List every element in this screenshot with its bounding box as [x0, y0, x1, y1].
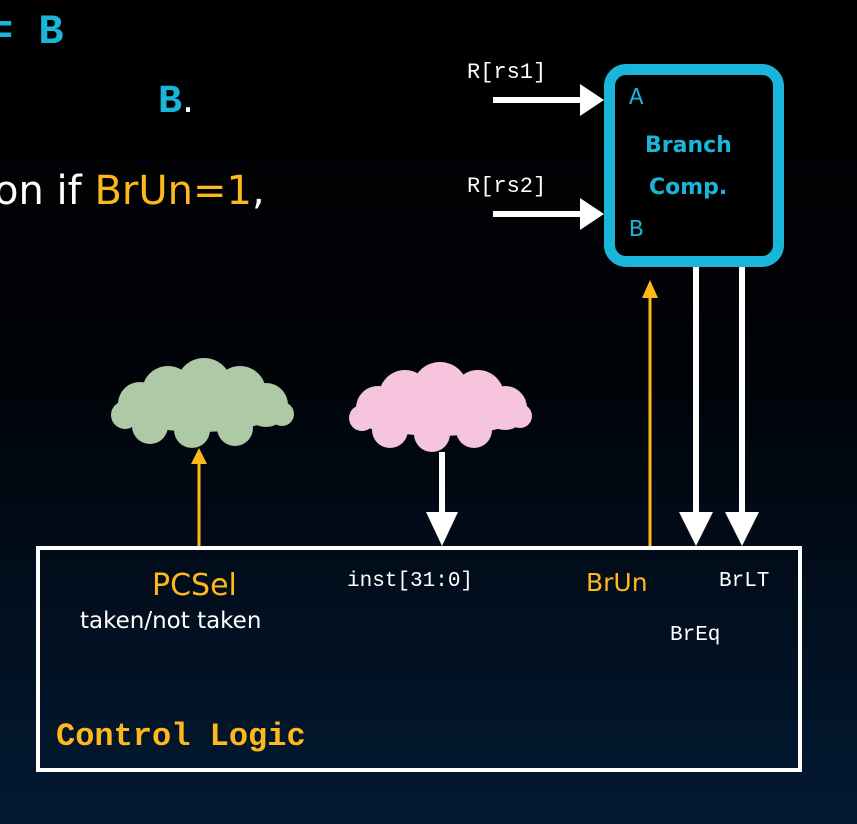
brlt-arrowhead [725, 512, 759, 546]
pcsel-sublabel: taken/not taken [80, 608, 262, 634]
bullet-line-3: on if BrUn=1, [0, 168, 265, 214]
inst-arrowhead [426, 512, 458, 546]
branch-comparator: A Branch Comp. B [604, 64, 784, 267]
breq-label: BrEq [670, 624, 721, 647]
port-a-label: A [629, 85, 644, 112]
rs2-arrowhead [580, 198, 604, 230]
bullet-line-2-bold: B [158, 80, 183, 125]
pcsel-label: PCSel [152, 568, 237, 603]
green-cloud [111, 358, 294, 448]
bullet-line-3-highlight: BrUn=1 [94, 168, 252, 214]
branch-comp-title-1: Branch [645, 133, 732, 158]
inst-label: inst[31:0] [347, 570, 474, 593]
brlt-label: BrLT [719, 570, 770, 593]
bullet-line-3-prefix: on if [0, 168, 95, 214]
bullet-line-2-period: . [182, 77, 195, 121]
branch-comp-title-2: Comp. [649, 175, 728, 200]
control-logic-title: Control Logic [56, 718, 306, 755]
port-b-label: B [629, 217, 644, 244]
breq-arrowhead [679, 512, 713, 546]
rs1-arrowhead [580, 84, 604, 116]
brun-label: BrUn [586, 568, 648, 597]
bullet-line-1: = B [0, 8, 64, 56]
rs1-label: R[rs1] [467, 60, 547, 85]
control-logic-block [36, 546, 802, 772]
pink-cloud [349, 362, 532, 452]
pcsel-arrowhead [191, 448, 207, 464]
bullet-line-2: B. [158, 77, 194, 125]
brun-arrowhead [642, 280, 658, 298]
rs2-label: R[rs2] [467, 174, 547, 199]
bullet-line-3-suffix: , [251, 168, 265, 214]
